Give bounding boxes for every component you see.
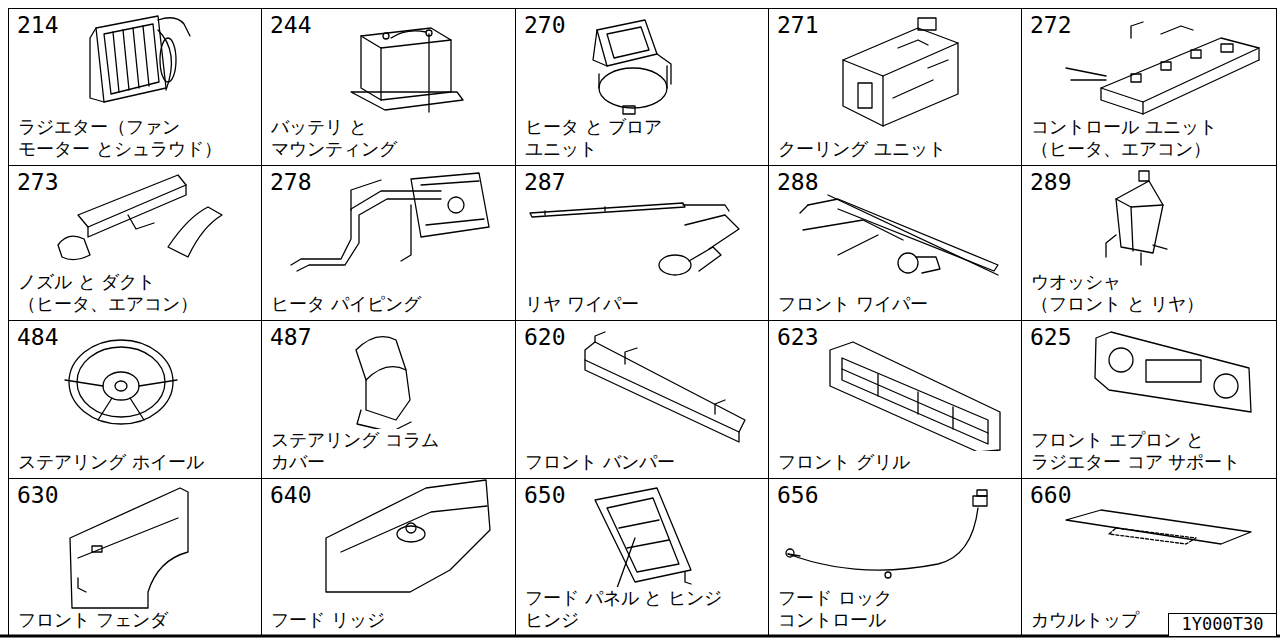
part-name: ヒータ パイピング — [271, 293, 507, 315]
part-name: ステアリング コラム カバー — [271, 429, 451, 473]
section-number: 660 — [1030, 481, 1072, 509]
section-number: 270 — [524, 11, 566, 39]
drawing-code: 1Y000T30 — [1169, 614, 1276, 634]
drawing-code-box: 1Y000T30 — [1168, 613, 1277, 637]
part-name: クーリング ユニット — [778, 138, 1014, 160]
catalog-cell: 625 フロント エプロン と ラジエター コア サポート — [1021, 320, 1277, 479]
part-name: フロント フェンダ — [18, 609, 254, 631]
catalog-cell: 287 リヤ ワイパー — [515, 165, 769, 321]
catalog-cell: 289 ウオッシャ （フロント と リヤ） — [1021, 165, 1277, 321]
section-number: 484 — [17, 323, 59, 351]
section-number: 272 — [1030, 11, 1072, 39]
catalog-cell: 484 ステアリング ホイール — [8, 320, 262, 479]
catalog-cell: 278 ヒータ パイピング — [261, 165, 516, 321]
section-number: 625 — [1030, 323, 1072, 351]
catalog-cell: 640 フード リッジ — [261, 478, 516, 637]
part-name: フロント グリル — [778, 451, 1014, 473]
part-name: ラジエター（ファン モーター とシュラウド） — [18, 116, 233, 160]
section-number: 487 — [270, 323, 312, 351]
section-number: 244 — [270, 11, 312, 39]
catalog-cell: 630 フロント フェンダ — [8, 478, 262, 637]
catalog-cell: 650 フード パネル と ヒンジ ヒンジ — [515, 478, 769, 637]
catalog-cell: 487 ステアリング コラム カバー — [261, 320, 516, 479]
catalog-cell: 214 ラジエター（ファン モーター とシュラウド） — [8, 8, 262, 166]
section-number: 630 — [17, 481, 59, 509]
section-number: 620 — [524, 323, 566, 351]
part-name: フード パネル と ヒンジ ヒンジ — [525, 587, 740, 631]
part-name: フロント バンパー — [525, 451, 761, 473]
catalog-cell: 272 コントロール ユニット （ヒータ、エアコン） — [1021, 8, 1277, 166]
part-name: ステアリング ホイール — [18, 451, 254, 473]
catalog-cell: 270 ヒータ と ブロア ユニット — [515, 8, 769, 166]
part-name: ヒータ と ブロア ユニット — [525, 116, 685, 160]
catalog-cell: 620 フロント バンパー — [515, 320, 769, 479]
part-name: ウオッシャ （フロント と リヤ） — [1031, 271, 1209, 315]
catalog-cell: 288 フロント ワイパー — [768, 165, 1022, 321]
part-name: フロント ワイパー — [778, 293, 1014, 315]
part-name: コントロール ユニット （ヒータ、エアコン） — [1031, 116, 1231, 160]
part-name: ノズル と ダクト （ヒータ、エアコン） — [18, 271, 218, 315]
section-number: 287 — [524, 168, 566, 196]
section-number: 623 — [777, 323, 819, 351]
section-number: 214 — [17, 11, 59, 39]
catalog-cell: 271 クーリング ユニット — [768, 8, 1022, 166]
part-name: フード リッジ — [271, 609, 507, 631]
part-name: フロント エプロン と ラジエター コア サポート — [1031, 429, 1266, 473]
section-number: 288 — [777, 168, 819, 196]
section-number: 289 — [1030, 168, 1072, 196]
section-number: 656 — [777, 481, 819, 509]
catalog-cell: 244 バッテリ と マウンティング — [261, 8, 516, 166]
part-name: フード ロック コントロール — [778, 587, 908, 631]
catalog-cell: 623 フロント グリル — [768, 320, 1022, 479]
section-number: 650 — [524, 481, 566, 509]
section-number: 271 — [777, 11, 819, 39]
section-number: 273 — [17, 168, 59, 196]
part-name: リヤ ワイパー — [525, 293, 761, 315]
section-number: 278 — [270, 168, 312, 196]
section-number: 640 — [270, 481, 312, 509]
catalog-cell: 656 フード ロック コントロール — [768, 478, 1022, 637]
part-name: バッテリ と マウンティング — [271, 116, 411, 160]
catalog-cell: 273 ノズル と ダクト （ヒータ、エアコン） — [8, 165, 262, 321]
